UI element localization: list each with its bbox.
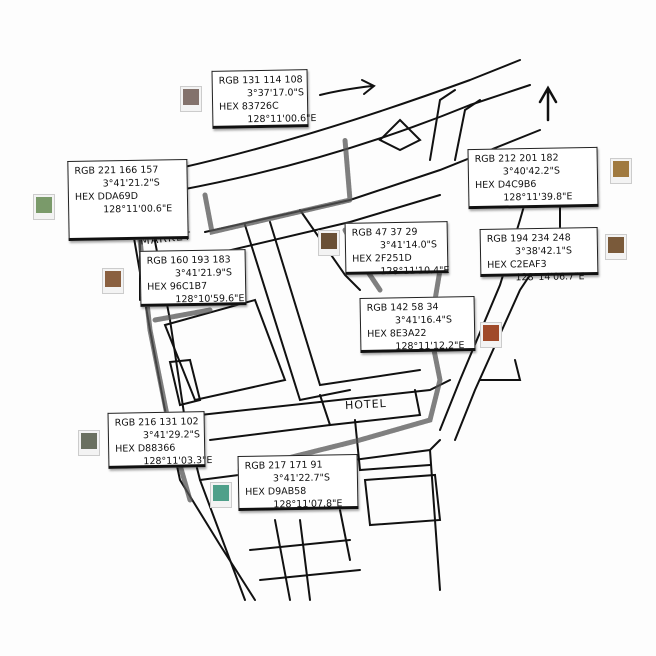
card-lon: 128°11'00.6"E [247,113,317,126]
polaroid-photo [33,194,55,220]
photo-image [213,485,229,501]
card-lat: 3°41'14.0"S [379,239,438,252]
card-lon: 128°11'07.8"E [273,498,343,511]
photo-image [81,433,97,449]
polaroid-photo [180,86,202,112]
card-lat: 3°41'21.9"S [174,267,233,280]
card-lon: 128°14'06.7"E [515,271,585,284]
polaroid-photo [78,430,100,456]
photo-image [105,271,121,287]
card-lat: 3°41'29.2"S [142,429,201,442]
card-lon: 128°11'10.4"E [380,265,450,278]
photo-image [36,197,52,213]
polaroid-photo [605,234,627,260]
polaroid-photo [318,230,340,256]
polaroid-photo [102,268,124,294]
photo-image [608,237,624,253]
photo-image [183,89,199,105]
card-lon: 128°11'03.3"E [143,455,213,468]
polaroid-photo [610,158,632,184]
card-lon: 128°11'12.2"E [395,340,465,353]
north-arrow-icon [538,85,558,122]
card-lat: 3°37'17.0"S [246,87,305,100]
card-lon: 128°11'00.6"E [103,203,173,216]
polaroid-photo [480,322,502,348]
card-lon: 128°10'59.6"E [175,293,245,306]
hotel-label: HOTEL [344,396,388,413]
photo-image [613,161,629,177]
card-lon: 128°11'39.8"E [503,191,573,204]
photo-image [321,233,337,249]
polaroid-photo [210,482,232,508]
direction-arrow-icon [319,79,376,96]
photo-image [483,325,499,341]
